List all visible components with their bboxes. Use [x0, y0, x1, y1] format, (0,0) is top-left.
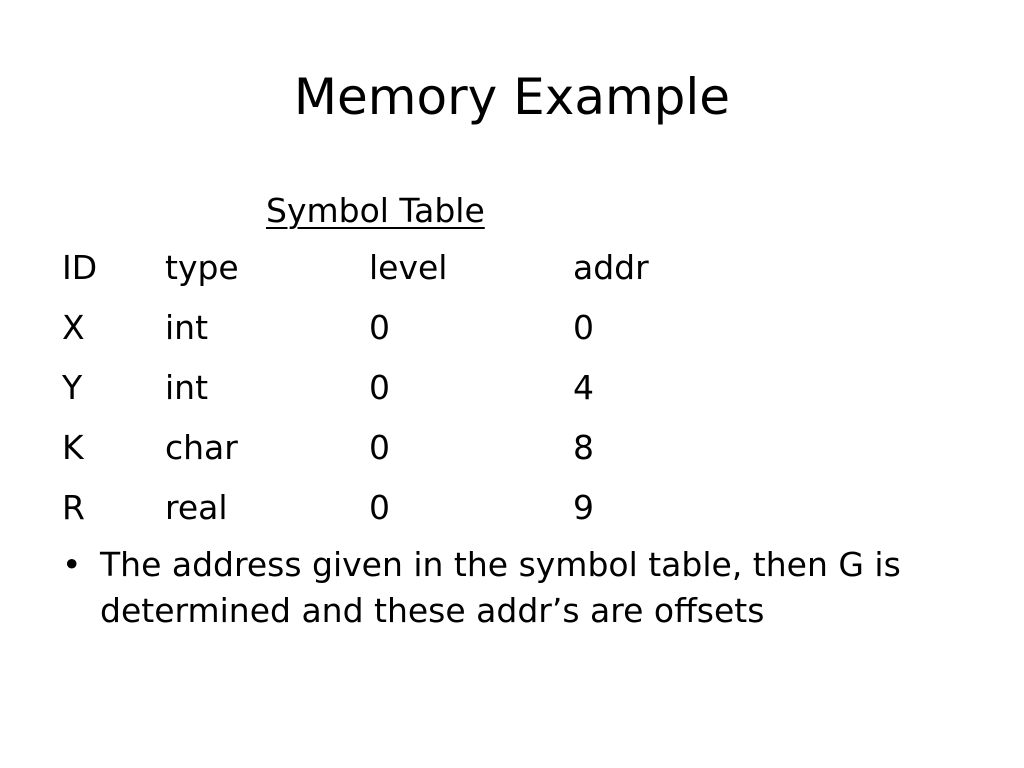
table-cell: 8 — [573, 428, 594, 467]
table-cell: X — [62, 308, 85, 347]
table-cell: real — [165, 488, 228, 527]
table-header-cell: level — [369, 248, 448, 287]
table-cell: 0 — [369, 368, 390, 407]
table-cell: int — [165, 368, 209, 407]
table-cell: K — [62, 428, 84, 467]
table-cell: 4 — [573, 368, 594, 407]
table-cell: 0 — [369, 428, 390, 467]
table-cell: 0 — [369, 488, 390, 527]
table-cell: R — [62, 488, 85, 527]
slide-content: Symbol Table ID type level addr X int 0 … — [62, 184, 962, 634]
table-cell: Y — [62, 368, 83, 407]
table-header-cell: addr — [573, 248, 649, 287]
table-header-cell: type — [165, 248, 239, 287]
table-cell: 0 — [573, 308, 594, 347]
symbol-table-heading: Symbol Table — [266, 191, 485, 230]
table-cell: 9 — [573, 488, 594, 527]
table-header-cell: ID — [62, 248, 98, 287]
table-header-row: ID type level addr — [62, 238, 962, 298]
bullet-dot-icon: • — [62, 545, 82, 584]
table-cell: int — [165, 308, 209, 347]
table-row: K char 0 8 — [62, 418, 962, 478]
bullet-item: • The address given in the symbol table,… — [62, 542, 960, 634]
table-row: R real 0 9 — [62, 478, 962, 538]
table-cell: 0 — [369, 308, 390, 347]
table-row: X int 0 0 — [62, 298, 962, 358]
bullet-text: The address given in the symbol table, t… — [100, 545, 901, 630]
table-row: Y int 0 4 — [62, 358, 962, 418]
slide-title: Memory Example — [293, 68, 731, 126]
table-cell: char — [165, 428, 238, 467]
